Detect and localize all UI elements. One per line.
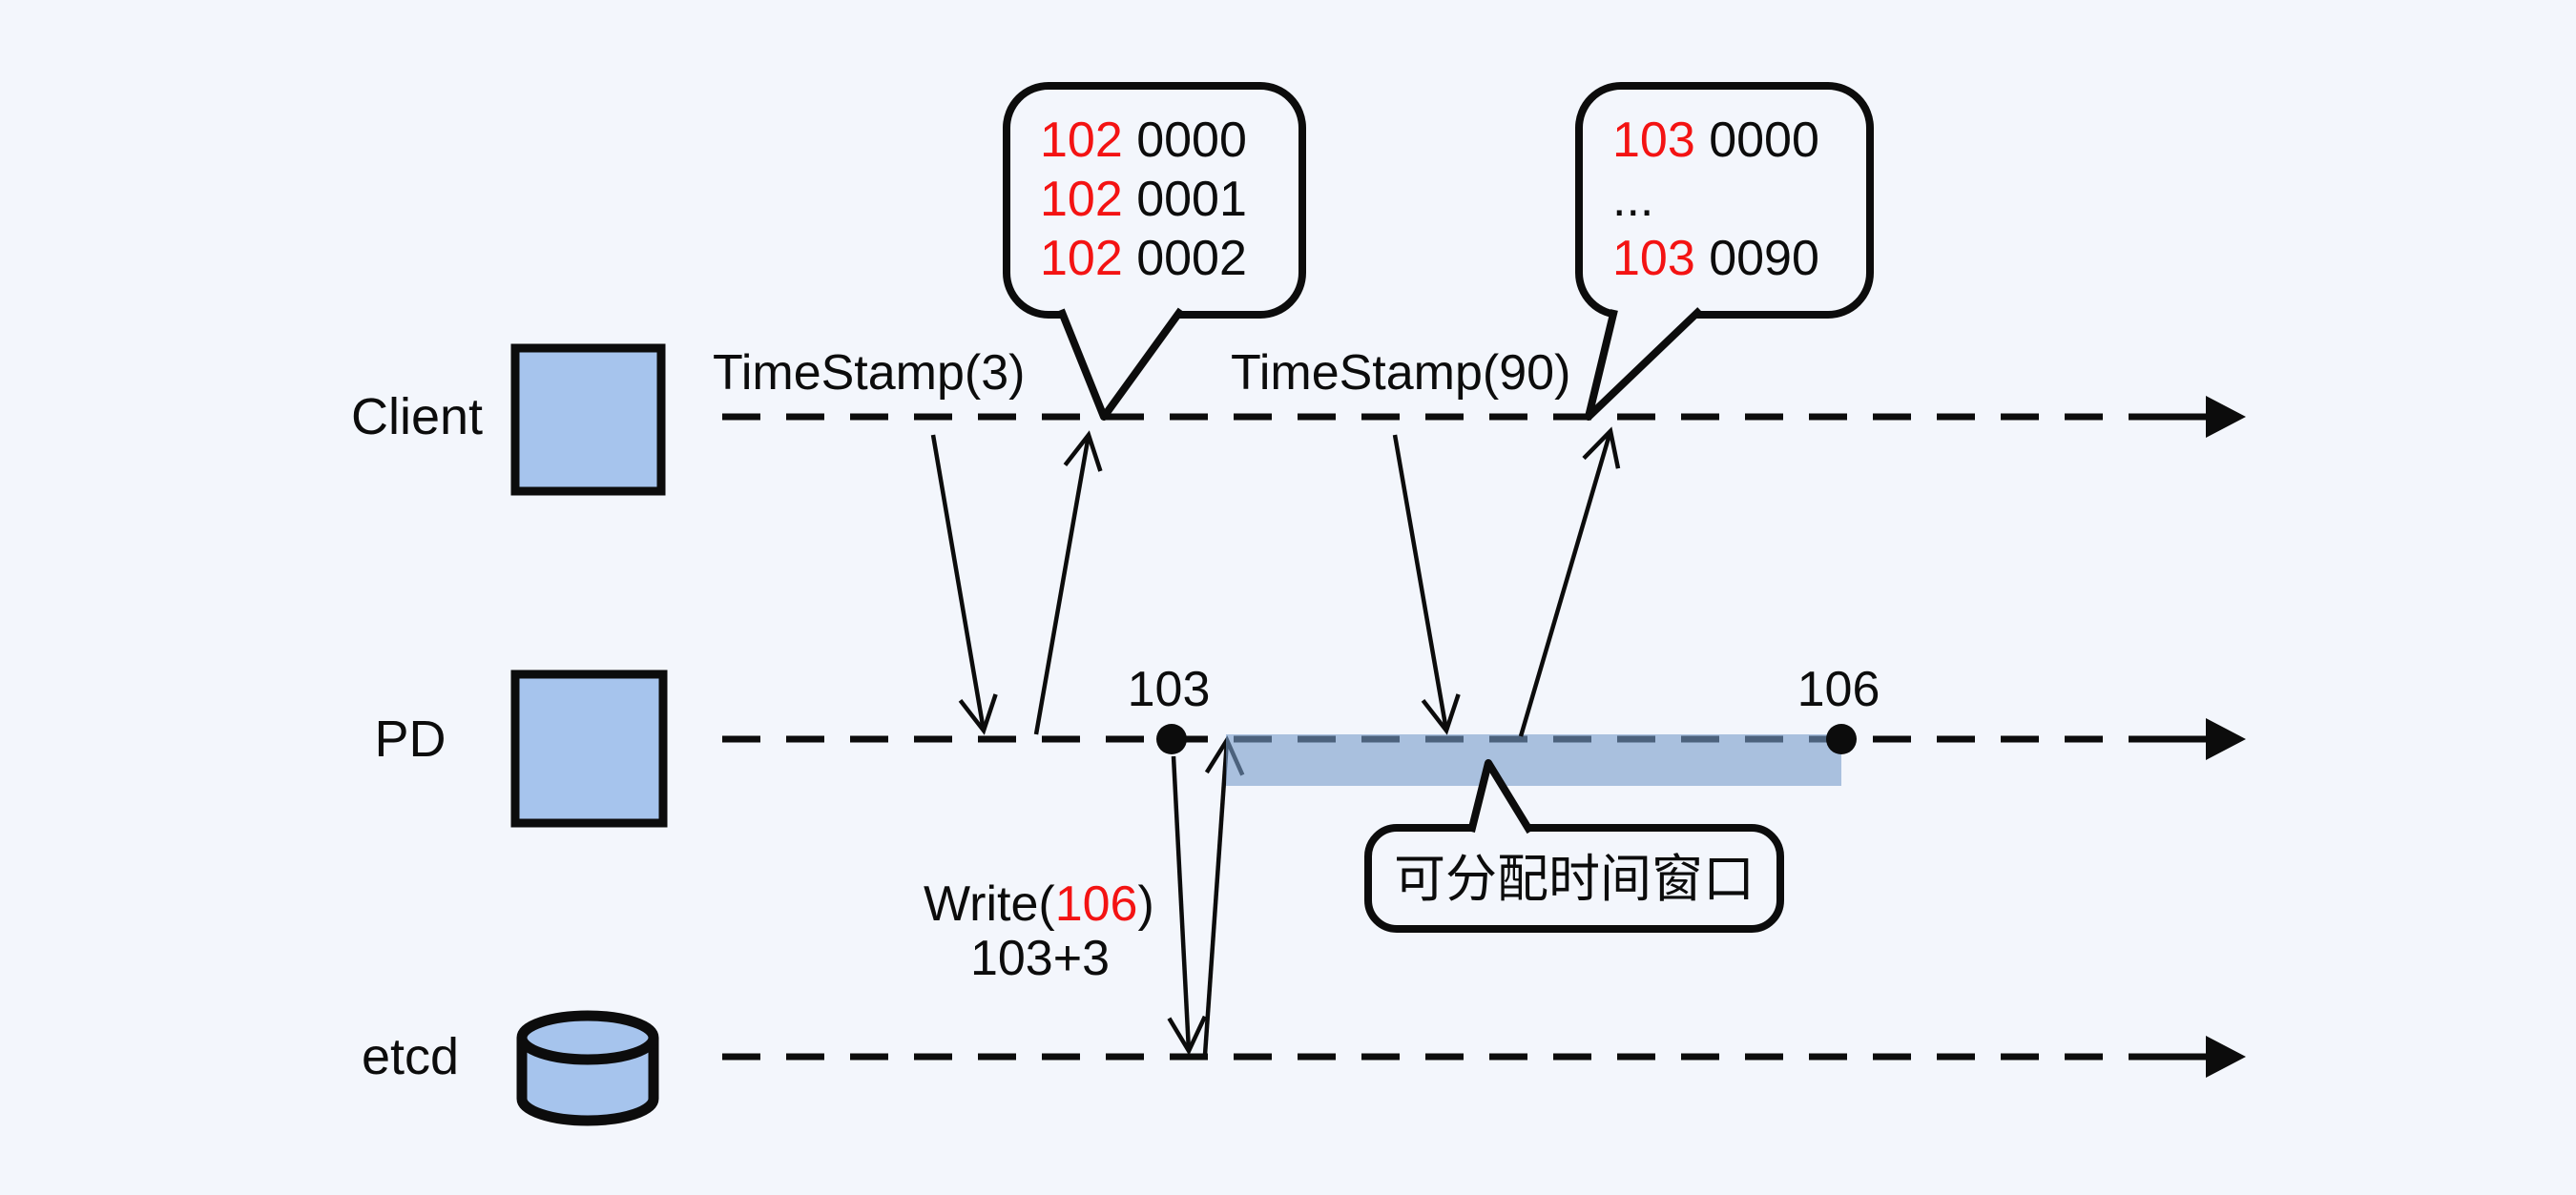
- etcd-label: etcd: [362, 1028, 459, 1085]
- client-timeline-arrowhead-icon: [2206, 396, 2246, 438]
- window-callout: 可分配时间窗口: [1364, 759, 1784, 933]
- window-callout-tail: [1467, 759, 1534, 834]
- pd-point-106-label: 106: [1797, 662, 1880, 717]
- response1-arrowhead-icon: [1063, 430, 1103, 472]
- write-formula-label: 103+3: [970, 931, 1110, 986]
- bubble-103-line1: 103 0000: [1612, 113, 1819, 168]
- bubble-103-tail: [1585, 307, 1703, 421]
- timestamp3-request-arrow: [930, 434, 998, 735]
- client-timeline: [722, 396, 2246, 438]
- bubble-103: 103 0000 ... 103 0090: [1575, 82, 1874, 421]
- request2-arrowhead-icon: [1421, 693, 1461, 735]
- etcd-write-annotation: Write(106) 103+3: [924, 876, 1154, 986]
- pd-timeline-arrowhead-icon: [2206, 718, 2246, 760]
- pd-box: [510, 670, 668, 828]
- bubble-103-line2: ...: [1612, 172, 1653, 227]
- bubble-102: 102 0000 102 0001 102 0002: [1003, 82, 1306, 421]
- client-box: [510, 343, 666, 496]
- window-callout-label: 可分配时间窗口: [1394, 851, 1755, 908]
- allocatable-window-band: [1226, 734, 1841, 786]
- response2-arrowhead-icon: [1582, 426, 1621, 469]
- etcd-cylinder-icon: [516, 1010, 659, 1126]
- timestamp90-request-arrow: [1392, 434, 1461, 735]
- timestamp90-label: TimeStamp(90): [1231, 345, 1570, 401]
- pd-point-106-dot: [1826, 724, 1857, 754]
- bubble-102-line3: 102 0002: [1040, 231, 1247, 286]
- pd-point-103-dot: [1156, 724, 1187, 754]
- request1-arrowhead-icon: [958, 693, 998, 735]
- bubble-102-line2: 102 0001: [1040, 172, 1247, 227]
- timestamp3-label: TimeStamp(3): [713, 345, 1025, 401]
- write-call-label: Write(106): [924, 876, 1154, 932]
- client-label: Client: [351, 388, 483, 445]
- write-arrowhead-icon: [1167, 1015, 1207, 1056]
- pd-point-103-label: 103: [1128, 662, 1211, 717]
- window-callout-body: [1364, 824, 1784, 933]
- etcd-timeline-arrowhead-icon: [2206, 1036, 2246, 1078]
- bubble-103-line3: 103 0090: [1612, 231, 1819, 286]
- bubble-102-tail: [1057, 307, 1185, 421]
- bubble-103-body: [1575, 82, 1874, 319]
- pd-to-etcd-write-arrow: [1167, 755, 1207, 1056]
- pd-label: PD: [374, 711, 446, 768]
- timestamp3-response-arrow: [1033, 430, 1103, 735]
- etcd-timeline: [722, 1036, 2246, 1078]
- timestamp90-response-arrow: [1518, 426, 1621, 737]
- bubble-102-line1: 102 0000: [1040, 113, 1247, 168]
